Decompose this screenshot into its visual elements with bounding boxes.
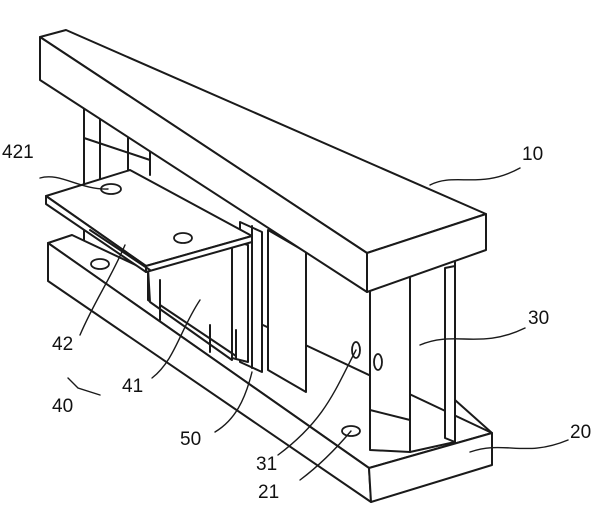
top-flange-end-face	[366, 213, 487, 293]
leader-31	[277, 349, 357, 456]
holes	[90, 183, 383, 437]
label-40: 40	[52, 396, 73, 417]
web-inner-face	[267, 229, 307, 393]
label-421: 421	[2, 142, 34, 163]
leader-41	[151, 299, 201, 379]
leader-40	[67, 377, 101, 396]
web-end-outline	[409, 261, 456, 453]
label-30: 30	[528, 308, 549, 329]
leader-21	[299, 430, 352, 481]
leader-30	[419, 327, 526, 346]
bracket-40	[147, 239, 249, 363]
hole-plate-42	[173, 232, 193, 244]
web-end-face-right	[444, 265, 456, 443]
leader-50	[214, 371, 253, 433]
top-flange-10	[39, 29, 487, 293]
label-21: 21	[258, 482, 279, 503]
leader-20	[469, 439, 569, 453]
reference-numerals: 10 20 21 30 31 40 41 42 421 50	[2, 142, 591, 503]
label-50: 50	[180, 429, 201, 450]
web-30	[267, 229, 493, 453]
label-10: 10	[522, 144, 543, 165]
label-41: 41	[122, 376, 143, 397]
label-42: 42	[52, 334, 73, 355]
bottom-flange-end-face	[368, 432, 493, 503]
label-20: 20	[570, 422, 591, 443]
leader-lines	[39, 167, 569, 481]
hole-base-left	[90, 258, 110, 270]
leader-421	[39, 176, 109, 190]
hole-31-b	[373, 353, 383, 371]
label-31: 31	[256, 454, 277, 475]
leader-42	[79, 244, 126, 336]
leader-10	[429, 167, 521, 186]
bracket-plate-42	[45, 169, 253, 273]
plate-42-side-edge	[145, 235, 253, 273]
